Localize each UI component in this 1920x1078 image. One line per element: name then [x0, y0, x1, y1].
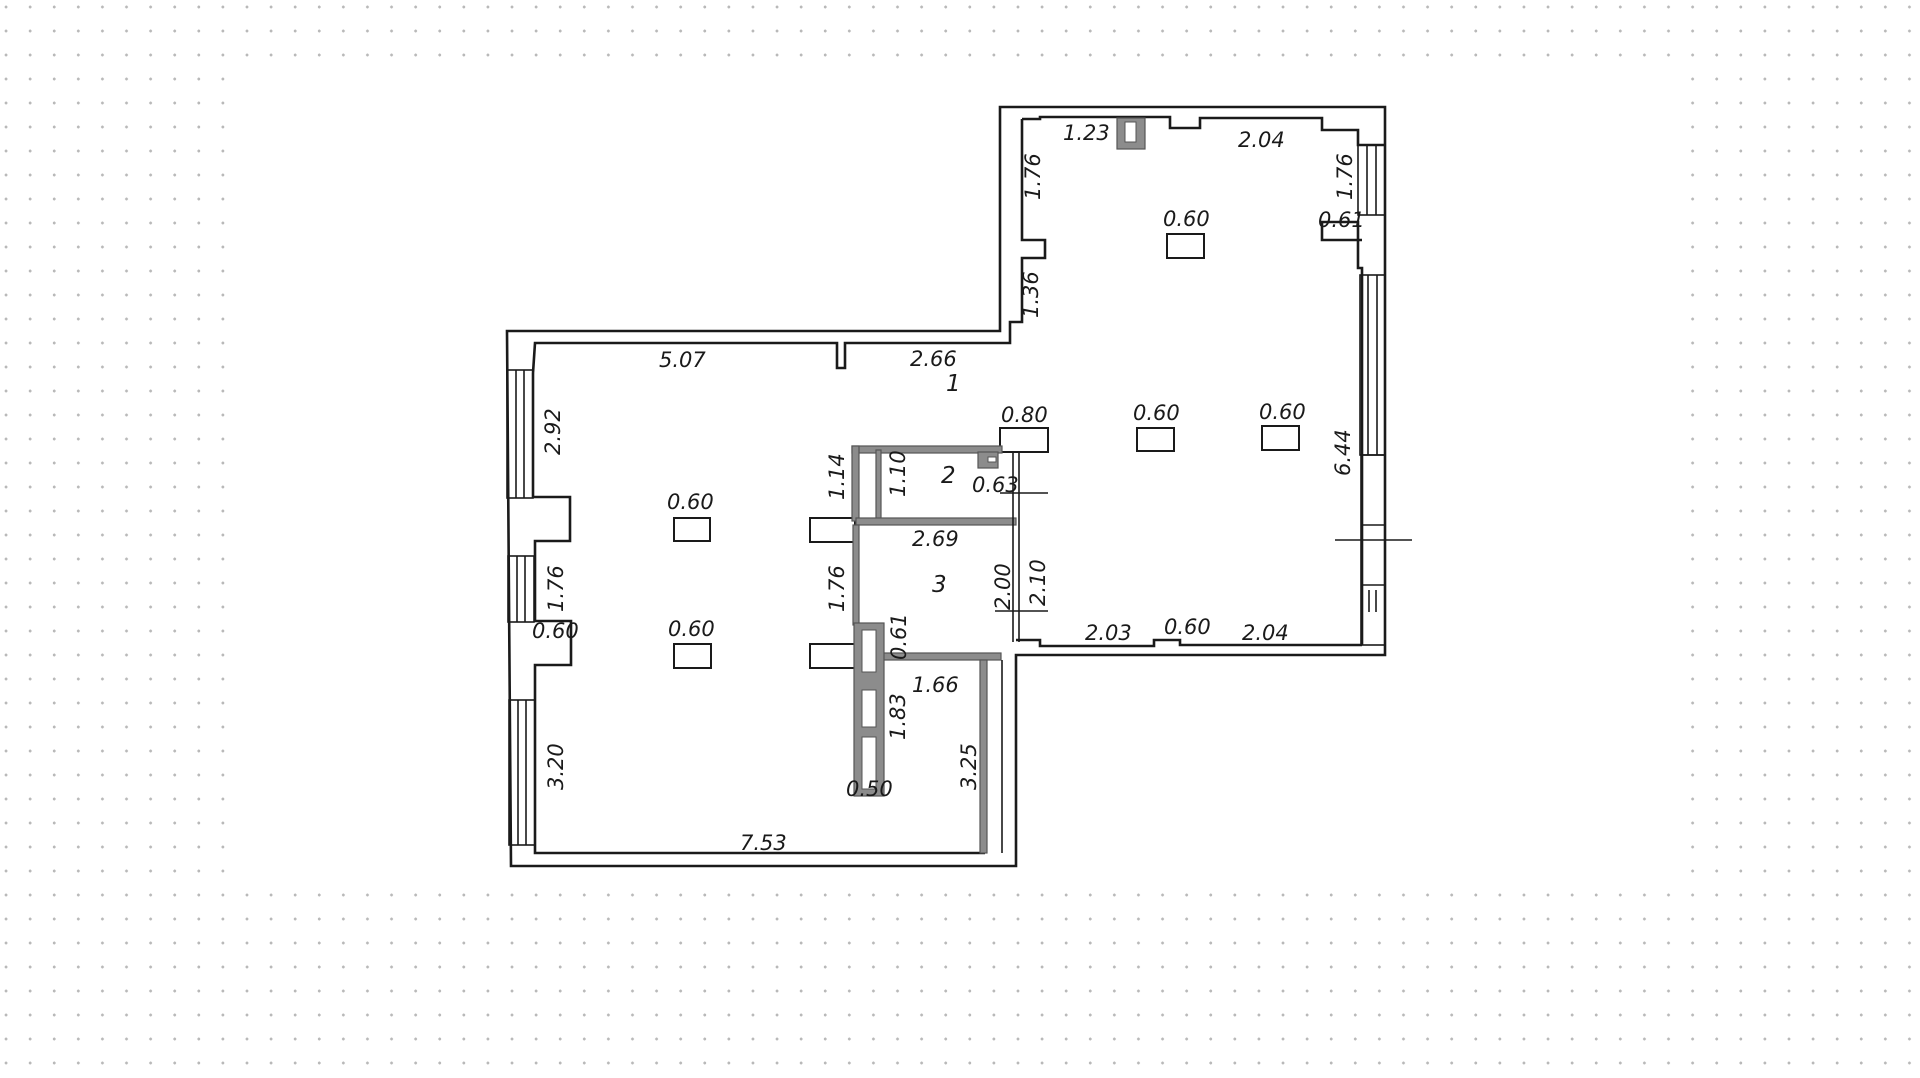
dim-label: 0.50 [846, 777, 893, 801]
dim-label: 0.60 [1164, 615, 1211, 639]
dim-label: 2.10 [1026, 559, 1050, 606]
room-label-3: 3 [932, 572, 947, 598]
dim-label: 2.66 [910, 347, 957, 371]
door-right-entrance [1335, 454, 1412, 646]
dim-label: 1.10 [886, 450, 910, 497]
dim-label: 1.36 [1019, 271, 1043, 318]
dim-label: 2.00 [991, 563, 1015, 610]
dim-label: 0.63 [972, 473, 1019, 497]
pier-left-partition-bottom [809, 643, 856, 669]
pier-left-partition-top [809, 517, 856, 543]
dim-label: 0.61 [887, 613, 911, 660]
dim-label: 0.80 [1001, 403, 1048, 427]
window-left-mid [507, 555, 535, 623]
dim-label: 7.53 [740, 831, 787, 855]
dim-label: 0.60 [532, 619, 579, 643]
dim-label: 0.60 [667, 490, 714, 514]
window-left-bottom [508, 699, 536, 846]
dim-label: 0.60 [1163, 207, 1210, 231]
dim-label: 1.76 [1333, 153, 1357, 200]
column-right-a [1136, 427, 1175, 452]
window-left-top [506, 369, 534, 499]
column-left-top [673, 517, 711, 542]
dim-label: 0.60 [1259, 400, 1306, 424]
column-right-b [1261, 425, 1300, 451]
dim-label: 3.25 [957, 743, 981, 790]
background-clear-area-upper [228, 70, 1690, 890]
dim-label: 1.76 [1021, 153, 1045, 200]
ventilation-duct-top-inner [1124, 121, 1137, 143]
room-label-2: 2 [941, 463, 956, 489]
partitions [851, 445, 1048, 854]
window-right-top [1357, 144, 1386, 216]
dim-label: 2.04 [1242, 621, 1289, 645]
dim-label: 6.44 [1331, 429, 1355, 476]
dim-label: 0.60 [1133, 401, 1180, 425]
dim-label: 1.23 [1063, 121, 1110, 145]
dim-label: 3.20 [544, 743, 568, 790]
dim-label: 2.92 [541, 408, 565, 455]
dim-label: 1.76 [544, 565, 568, 612]
column-left-bottom [673, 643, 712, 669]
dim-label: 0.60 [668, 617, 715, 641]
dim-label: 2.69 [912, 527, 959, 551]
column-upper [1166, 233, 1205, 259]
dim-label: 5.07 [659, 348, 706, 372]
dim-label: 2.03 [1085, 621, 1132, 645]
dim-label: 1.66 [912, 673, 959, 697]
dim-label: 1.14 [825, 453, 849, 500]
window-right-mid [1359, 274, 1386, 456]
dim-label: 2.04 [1238, 128, 1285, 152]
room-label-1: 1 [946, 371, 961, 397]
dim-label: 1.83 [886, 693, 910, 740]
pier-0-80 [999, 427, 1049, 453]
dim-label: 1.76 [825, 565, 849, 612]
dim-label: 0.61 [1318, 208, 1365, 232]
